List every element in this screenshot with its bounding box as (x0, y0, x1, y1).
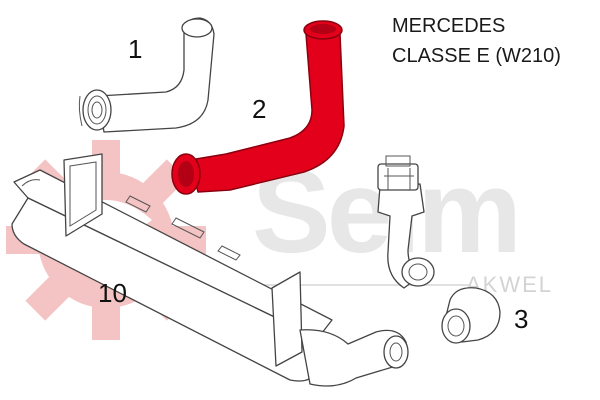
part-3-elbow (441, 287, 501, 344)
connector-hose (377, 155, 435, 289)
callout-10: 10 (98, 278, 127, 308)
callout-3: 3 (514, 304, 528, 334)
callout-1: 1 (128, 34, 142, 64)
part-10-intercooler (11, 153, 409, 387)
vehicle-make: MERCEDES (392, 15, 505, 37)
part-1-hose (78, 17, 215, 133)
vehicle-model: CLASSE E (W210) (392, 45, 561, 67)
part-2-hose (171, 20, 345, 195)
callout-2: 2 (252, 94, 266, 124)
